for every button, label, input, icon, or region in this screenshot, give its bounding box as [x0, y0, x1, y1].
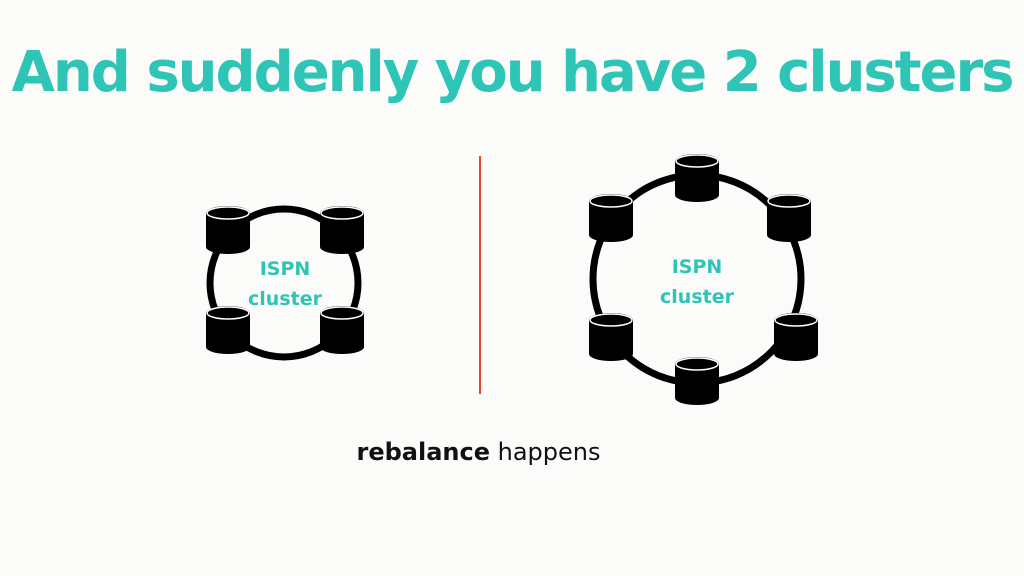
left-cluster [205, 205, 365, 361]
database-node-icon [319, 205, 365, 255]
slide-title: And suddenly you have 2 clusters [11, 40, 1015, 105]
database-node-icon [205, 205, 251, 255]
database-node-icon [674, 153, 720, 203]
database-node-icon [588, 312, 634, 362]
database-node-icon [674, 356, 720, 406]
database-node-icon [766, 193, 812, 243]
left-cluster-ring [206, 205, 362, 361]
left-cluster-label-line2: cluster [248, 288, 322, 310]
slide-caption: rebalance happens [0, 438, 957, 466]
caption-rest: happens [490, 438, 601, 466]
caption-bold-word: rebalance [356, 438, 491, 466]
right-cluster [588, 153, 819, 406]
left-cluster-label: ISPN cluster [225, 254, 345, 314]
database-node-icon [773, 312, 819, 362]
left-cluster-label-line1: ISPN [259, 258, 311, 280]
database-node-icon [588, 193, 634, 243]
right-cluster-label: ISPN cluster [637, 252, 757, 312]
right-cluster-label-line1: ISPN [671, 256, 723, 278]
right-cluster-label-line2: cluster [660, 286, 734, 308]
